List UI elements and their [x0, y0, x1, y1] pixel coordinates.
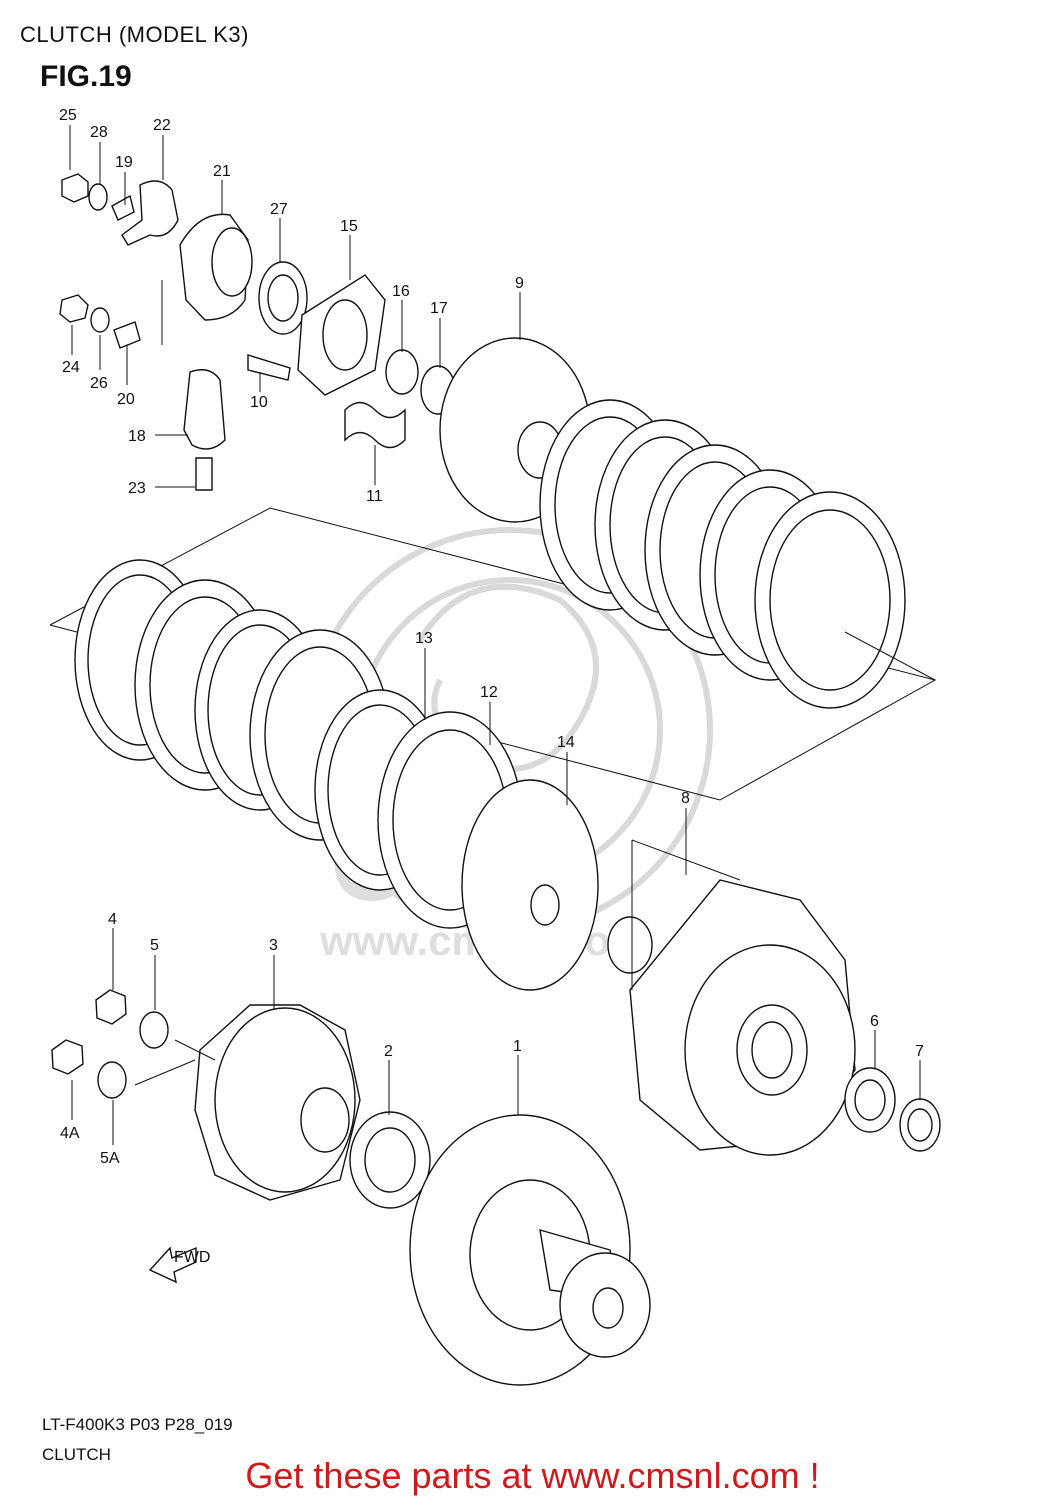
callout-9: 9	[515, 275, 524, 292]
lower-plate-stack	[74, 559, 523, 929]
leader-lines	[69, 125, 936, 1145]
callout-20: 20	[117, 391, 135, 408]
callout-8: 8	[681, 790, 690, 807]
fwd-label: FWD	[174, 1249, 210, 1266]
nuts-and-washers	[51, 989, 216, 1099]
promo-banner[interactable]: Get these parts at www.cmsnl.com !	[0, 1455, 1057, 1497]
callout-27: 27	[270, 201, 288, 218]
callout-numbers: 25 28 19 22 21 27 15 16 17 9 24 26 20 10…	[59, 107, 924, 1167]
diagram-code: LT-F400K3 P03 P28_019	[42, 1415, 233, 1434]
fwd-arrow-icon: FWD	[148, 1246, 210, 1284]
callout-13: 13	[415, 630, 433, 647]
callout-3: 3	[269, 937, 278, 954]
callout-12: 12	[480, 684, 498, 701]
callout-15: 15	[340, 218, 358, 235]
page-title: CLUTCH (MODEL K3)	[20, 22, 249, 47]
callout-19: 19	[115, 154, 133, 171]
callout-26: 26	[90, 375, 108, 392]
diagram-name: CLUTCH	[42, 1445, 111, 1464]
callout-28: 28	[90, 124, 108, 141]
callout-6: 6	[870, 1013, 879, 1030]
callout-16: 16	[392, 283, 410, 300]
callout-7: 7	[915, 1043, 924, 1060]
callout-23: 23	[128, 480, 146, 497]
callout-25: 25	[59, 107, 77, 124]
callout-14: 14	[557, 734, 575, 751]
clutch-sleeve-hub	[461, 779, 653, 991]
callout-1: 1	[513, 1038, 522, 1055]
callout-11: 11	[366, 488, 383, 505]
callout-21: 21	[213, 163, 231, 180]
thrust-washers	[844, 1067, 941, 1152]
callout-24: 24	[62, 359, 80, 376]
upper-plate-stack	[539, 399, 906, 709]
callout-17: 17	[430, 300, 448, 317]
promo-link[interactable]: Get these parts at www.cmsnl.com !	[245, 1455, 820, 1496]
clutch-shoe-drum	[409, 1114, 651, 1386]
callout-4a: 4A	[60, 1125, 80, 1142]
callout-10: 10	[250, 394, 268, 411]
callout-5a: 5A	[100, 1150, 120, 1167]
callout-2: 2	[384, 1043, 393, 1060]
callout-4: 4	[108, 911, 117, 928]
callout-18: 18	[128, 428, 146, 445]
callout-22: 22	[153, 117, 171, 134]
primary-driven-gear-housing	[629, 839, 856, 1156]
release-arm-assembly	[59, 173, 456, 491]
callout-5: 5	[150, 937, 159, 954]
figure-label: FIG.19	[40, 60, 132, 93]
one-way-clutch-drive	[194, 1004, 431, 1209]
